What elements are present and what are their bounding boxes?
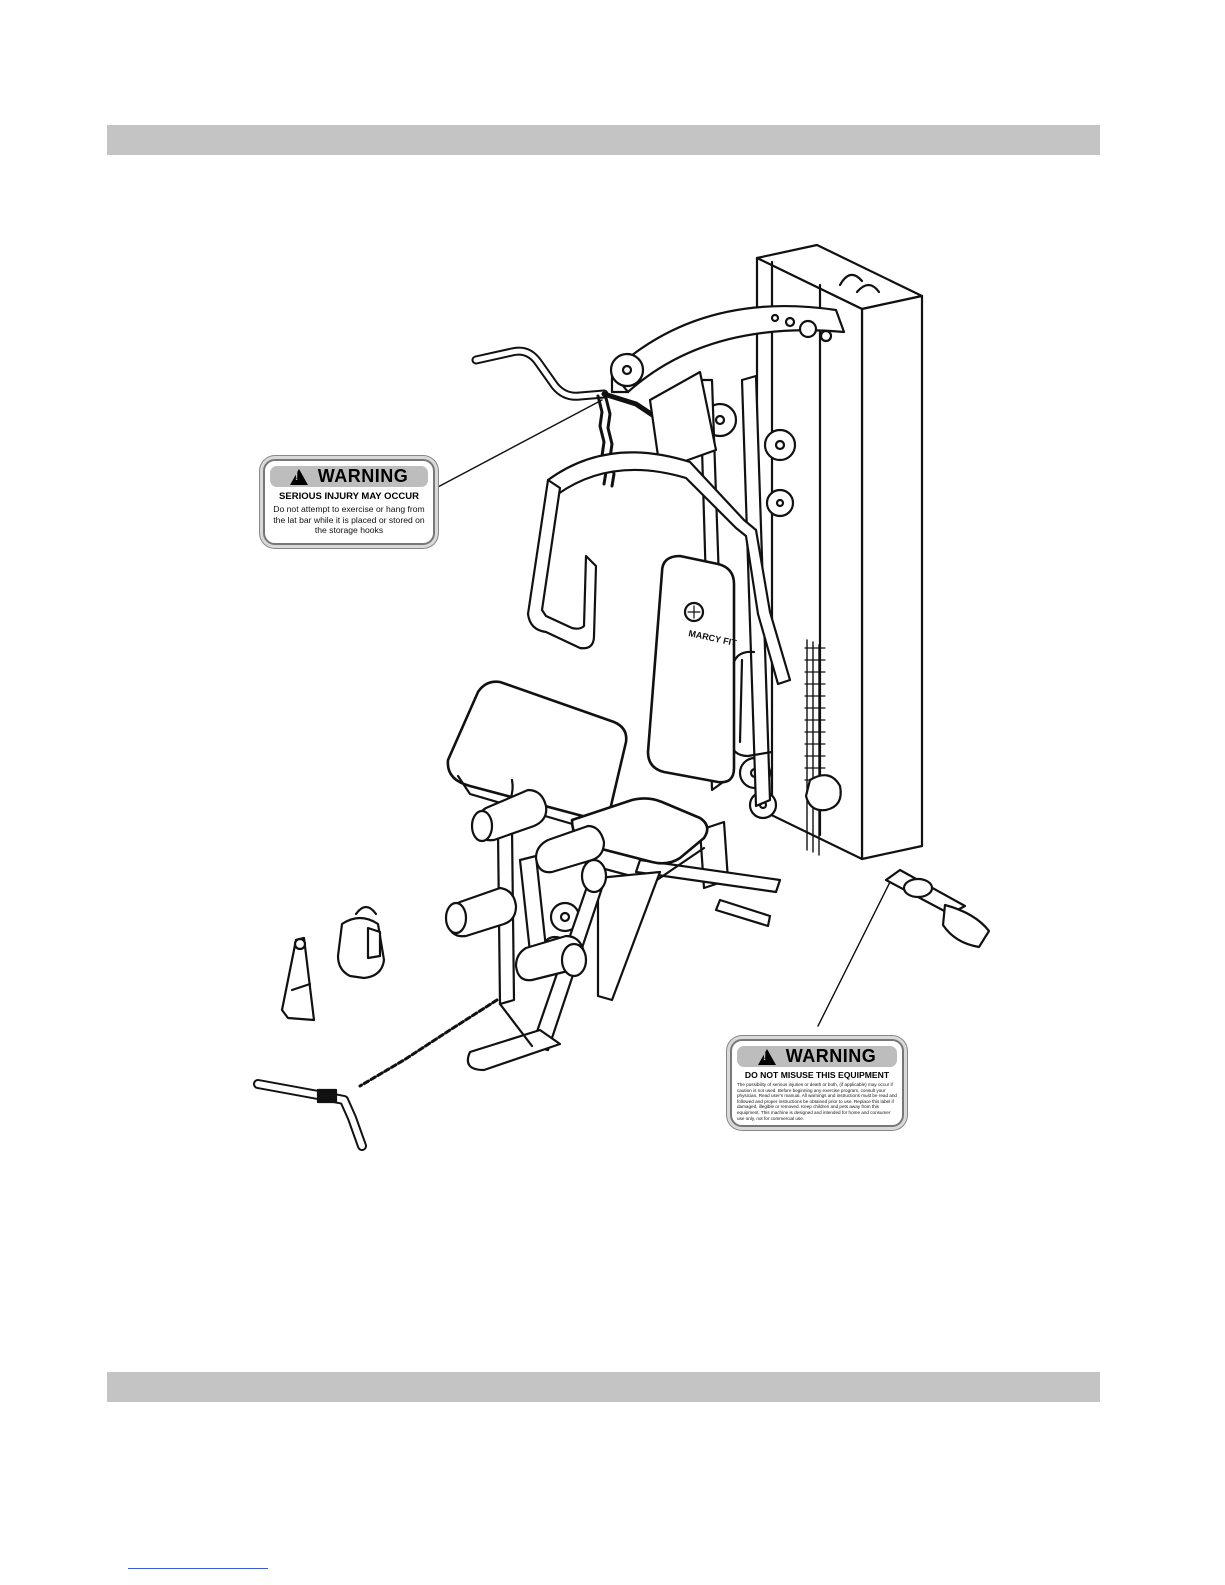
warning-body: Do not attempt to exercise or hang from … xyxy=(273,504,425,535)
top-boom xyxy=(610,304,846,394)
low-bar xyxy=(253,1079,367,1151)
ankle-strap xyxy=(336,905,386,980)
warning-label-lat-bar: ! WARNING SERIOUS INJURY MAY OCCUR Do no… xyxy=(263,459,435,545)
rear-stabilizer xyxy=(884,868,991,949)
front-cable xyxy=(358,998,499,1088)
warning-subheading: SERIOUS INJURY MAY OCCUR xyxy=(279,491,419,502)
warning-heading: WARNING xyxy=(317,466,409,486)
section-band-top xyxy=(107,125,1100,155)
footer-rule xyxy=(128,1568,268,1569)
back-pad xyxy=(646,554,736,784)
warning-heading: WARNING xyxy=(785,1046,877,1066)
weight-stack-tower xyxy=(755,243,924,861)
press-arms xyxy=(526,451,792,758)
warning-header: ! WARNING xyxy=(270,466,428,487)
roller-pads xyxy=(444,774,842,982)
warning-triangle-icon: ! xyxy=(757,1048,776,1065)
warning-triangle-icon: ! xyxy=(289,468,308,485)
section-band-bottom xyxy=(107,1372,1100,1402)
warning-label-misuse: ! WARNING DO NOT MISUSE THIS EQUIPMENT T… xyxy=(730,1039,904,1127)
cable-handle xyxy=(280,936,316,1022)
warning-body: The possibility of serious injuries or d… xyxy=(737,1082,897,1121)
warning-subheading: DO NOT MISUSE THIS EQUIPMENT xyxy=(744,1070,890,1080)
warning-header: ! WARNING xyxy=(737,1046,897,1067)
